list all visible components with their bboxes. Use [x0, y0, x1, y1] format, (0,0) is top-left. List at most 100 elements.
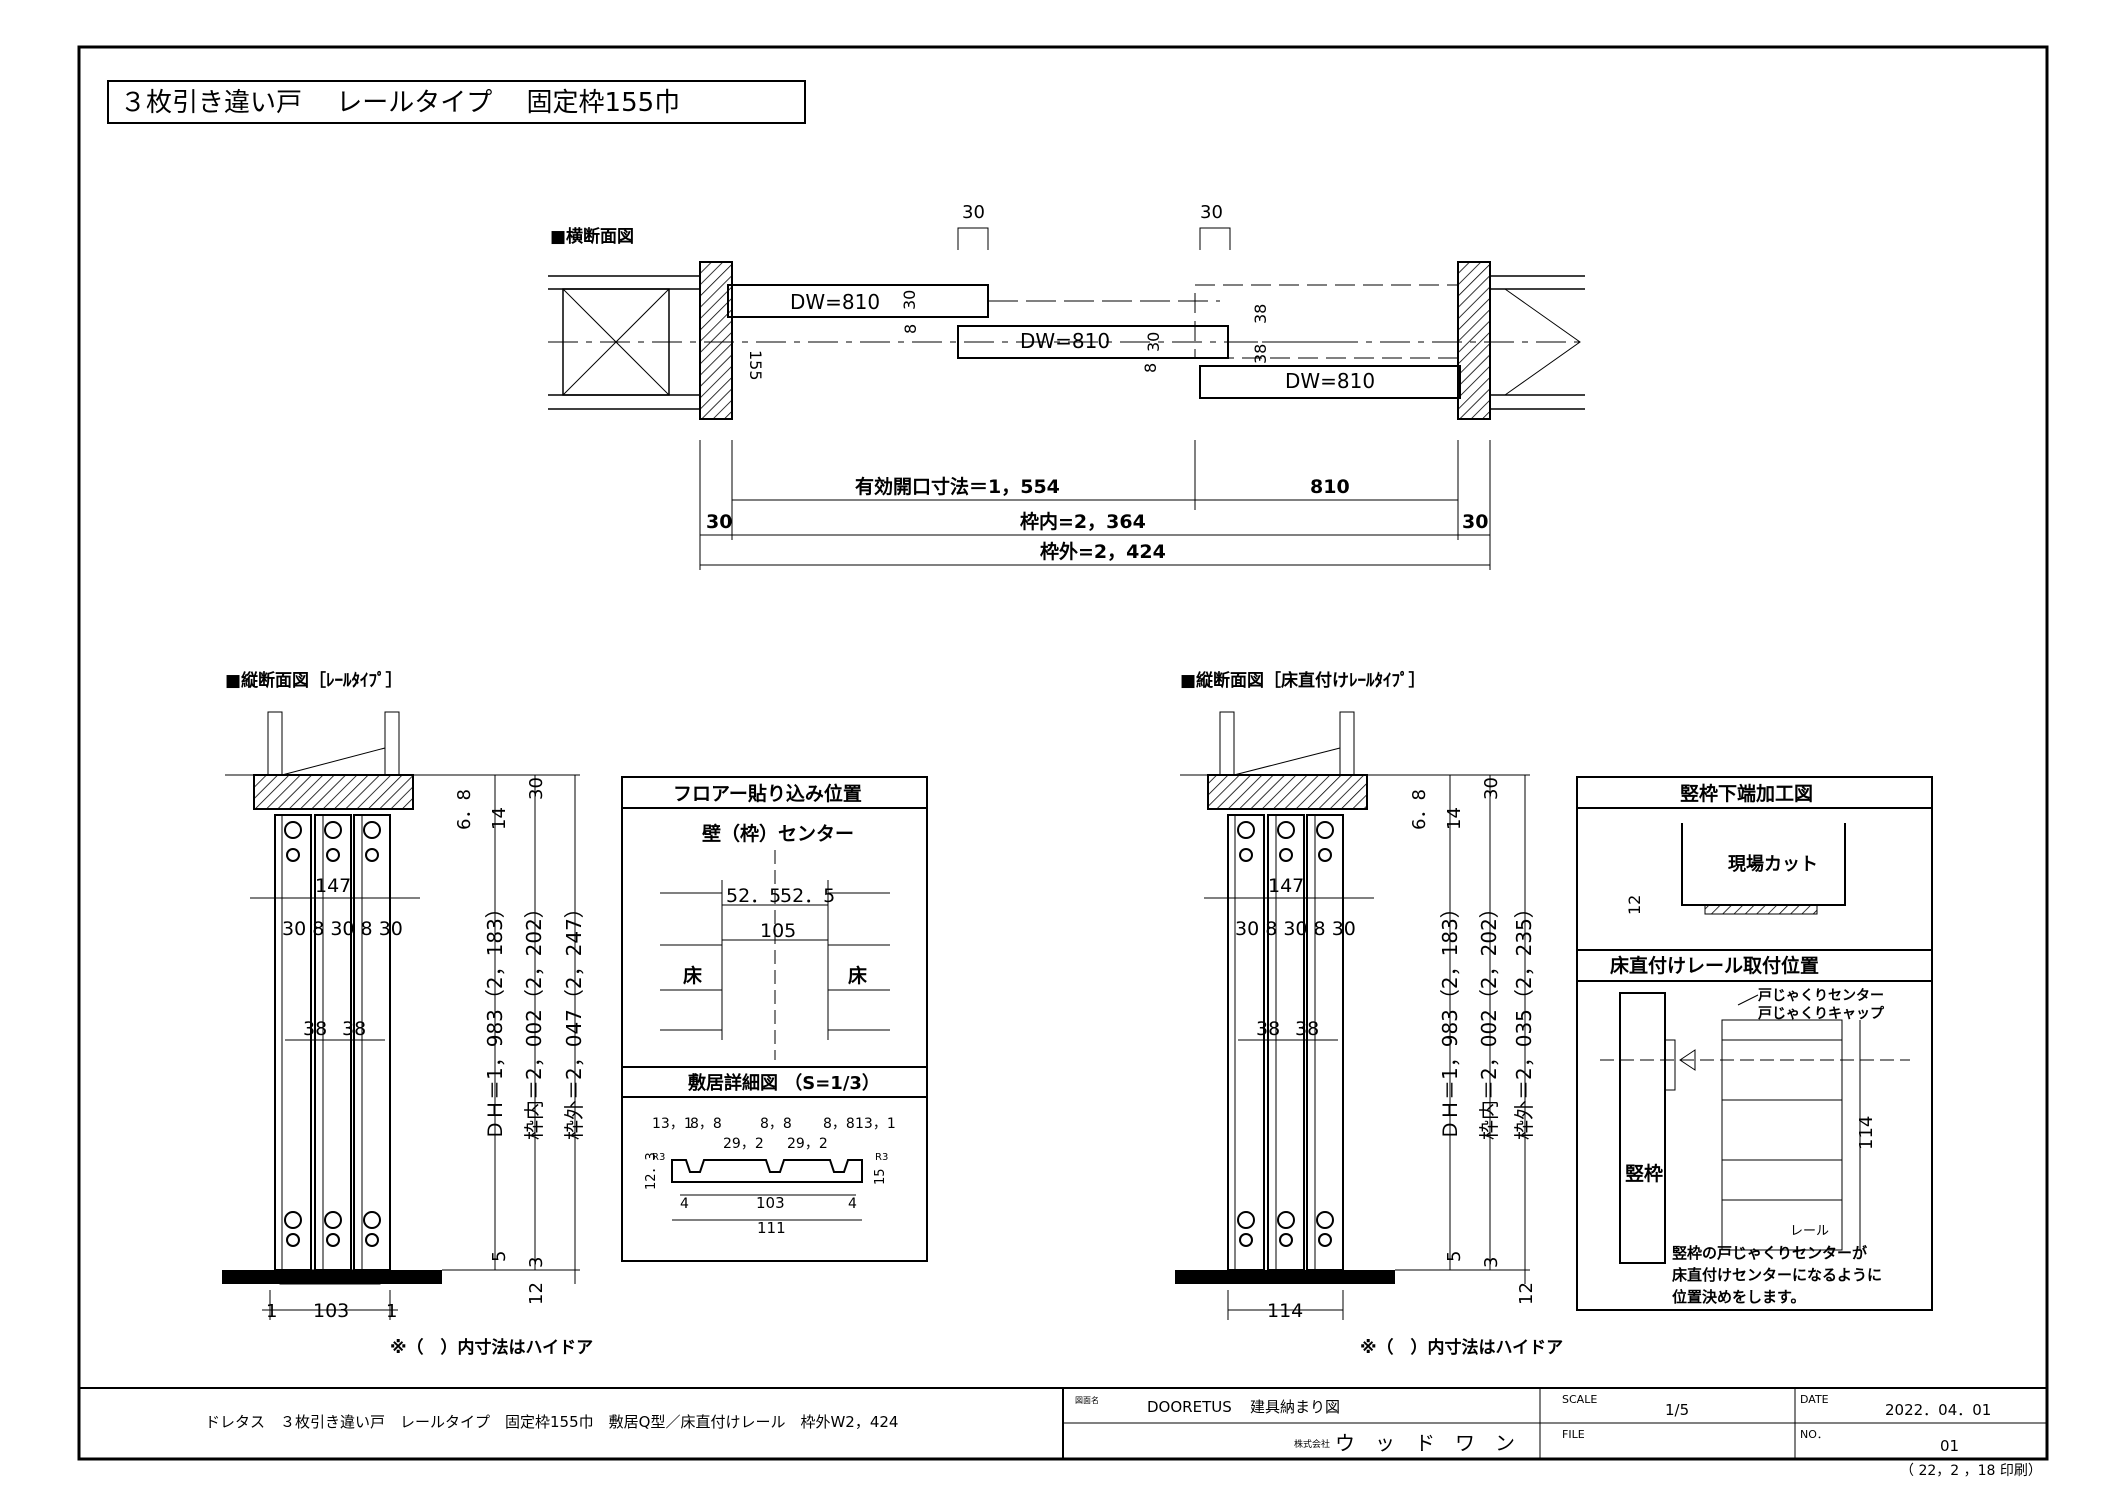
section-right-heading: ■縦断面図［床直付けﾚｰﾙﾀｲﾌﾟ］ — [1180, 670, 1426, 691]
floor-box-title: フロアー貼り込み位置 — [673, 782, 862, 805]
dim-frame-outer: 枠外=2，424 — [1040, 540, 1166, 563]
rail-dim-114: 114 — [1856, 1116, 1877, 1150]
sill-d1: 13，1 — [652, 1116, 693, 1132]
dim-30-door2: 30 — [1144, 332, 1163, 352]
door-3 — [1199, 365, 1461, 399]
sill-d4: 8，8 — [823, 1116, 855, 1132]
sill-d7: 29，2 — [787, 1136, 828, 1152]
floor-left-label: 床 — [683, 964, 702, 987]
rail-box-title: 床直付けレール取付位置 — [1610, 954, 1819, 977]
sill-d2: 8，8 — [690, 1116, 722, 1132]
tb-company-label: 株式会社 — [1294, 1438, 1330, 1450]
wall-center-label: 壁（枠）センター — [702, 822, 854, 845]
dim-525b: 52．5 — [780, 885, 835, 907]
rail-note-3: 位置決めをします。 — [1672, 1288, 1806, 1306]
dim-38a-right: 38 — [1256, 1018, 1280, 1040]
tb-file-label: FILE — [1562, 1428, 1585, 1441]
dim-105: 105 — [760, 920, 796, 942]
rail-label-cap: 戸じゃくりキャップ — [1758, 1006, 1885, 1022]
tb-drawing-label: 図面名 — [1075, 1395, 1099, 1405]
tb-scale-label: SCALE — [1562, 1393, 1597, 1406]
dim-opening: 有効開口寸法＝1，554 — [855, 475, 1060, 498]
rail-frame-label: 竪枠 — [1625, 1162, 1663, 1185]
sill-w4b: 4 — [848, 1196, 857, 1212]
tb-company: ウ ッ ド ワ ン — [1335, 1431, 1515, 1455]
dim-8-b: 8 — [1141, 363, 1160, 373]
dims-row-left: 30 8 30 8 30 — [282, 918, 403, 940]
dim-38b-right: 38 — [1295, 1018, 1319, 1040]
sill-box-title: 敷居詳細図 （S=1/3） — [688, 1072, 880, 1094]
dim-1a-left: 1 — [266, 1301, 277, 1322]
tb-description: ドレタス ３枚引き違い戸 レールタイプ 固定枠155巾 敷居Q型／床直付けレール… — [205, 1413, 898, 1431]
dim-68-left: 6．8 — [454, 789, 475, 830]
plan-view: ■横断面図 DW=810 DW=810 DW=810 30 30 — [548, 202, 1585, 570]
rail-label-center: 戸じゃくりセンター — [1758, 988, 1884, 1004]
frame-box: 竪枠下端加工図 現場カット 12 床直付けレール取付位置 竪枠 114 戸じゃく… — [1576, 776, 1933, 1311]
dim-3-right: 3 — [1481, 1257, 1502, 1268]
tb-date: 2022．04．01 — [1885, 1401, 1991, 1419]
dim-30-b: 30 — [1200, 202, 1223, 223]
dim-38b-left: 38 — [342, 1018, 366, 1040]
note-left: ※（ ）内寸法はハイドア — [390, 1337, 593, 1358]
rail-note-2: 床直付けセンターになるように — [1672, 1266, 1882, 1284]
frame-box-title: 竪枠下端加工図 — [1680, 782, 1813, 805]
inner-right: 枠内＝2，002（2，202） — [1477, 898, 1501, 1140]
dim-68-right: 6．8 — [1409, 789, 1430, 830]
dim-810: 810 — [1310, 476, 1350, 498]
dim-30-door: 30 — [900, 290, 919, 310]
dim-3-left: 3 — [526, 1257, 547, 1268]
dim-12-left: 12 — [526, 1282, 547, 1305]
sill-w111: 111 — [757, 1219, 786, 1237]
dim-8-a: 8 — [901, 324, 920, 334]
sill-r3a: R3 — [652, 1152, 665, 1163]
sill-d3: 8，8 — [760, 1116, 792, 1132]
dim-147-right: 147 — [1268, 875, 1304, 897]
sill-w4a: 4 — [680, 1196, 689, 1212]
tb-date-label: DATE — [1800, 1393, 1829, 1406]
dim-103-left: 103 — [313, 1300, 349, 1322]
title-box — [107, 80, 806, 124]
sill-h123: 12．3 — [644, 1152, 659, 1190]
note-right: ※（ ）内寸法はハイドア — [1360, 1337, 1563, 1358]
sill-w103: 103 — [756, 1194, 785, 1212]
dim-155: 155 — [746, 350, 765, 381]
page-title: ３枚引き違い戸 レールタイプ 固定枠155巾 — [120, 88, 680, 118]
dim-38a-left: 38 — [303, 1018, 327, 1040]
dim-38-a: 38 — [1251, 304, 1270, 324]
dh-right: ＤＨ＝1，983（2，183） — [1438, 898, 1462, 1140]
plan-heading: ■横断面図 — [550, 226, 634, 247]
title-block: ドレタス ３枚引き違い戸 レールタイプ 固定枠155巾 敷居Q型／床直付けレール… — [79, 1387, 2047, 1479]
door-3-label: DW=810 — [1285, 369, 1375, 393]
dh-left: ＤＨ＝1，983（2，183） — [483, 898, 507, 1140]
section-right: ■縦断面図［床直付けﾚｰﾙﾀｲﾌﾟ］ 147 30 8 30 8 30 38 3… — [1175, 670, 1563, 1358]
door-2-label: DW=810 — [1020, 329, 1110, 353]
dim-114-right: 114 — [1267, 1300, 1303, 1322]
dim-30-left: 30 — [526, 777, 547, 800]
dim-frame-inner: 枠内=2，364 — [1020, 510, 1146, 533]
inner-left: 枠内＝2，002（2，202） — [522, 898, 546, 1140]
door-1-label: DW=810 — [790, 290, 880, 314]
dim-525a: 52．5 — [726, 885, 781, 907]
sill-h15: 15 — [873, 1168, 888, 1185]
dim-14-right: 14 — [1444, 807, 1465, 830]
dim-frame-right: 30 — [1462, 511, 1488, 533]
sill-d6: 29，2 — [723, 1136, 764, 1152]
dim-frame-left: 30 — [706, 511, 732, 533]
dim-30-right: 30 — [1481, 777, 1502, 800]
dim-12-right: 12 — [1516, 1282, 1537, 1305]
dim-14-left: 14 — [489, 807, 510, 830]
dim-147-left: 147 — [315, 875, 351, 897]
tb-printed: （ 22，2 ，18 印刷） — [1900, 1463, 2042, 1479]
dim-30-a: 30 — [962, 202, 985, 223]
outer-right: 枠外＝2，035（2，235） — [1512, 898, 1536, 1140]
outer-left: 枠外＝2，047（2，247） — [562, 898, 586, 1140]
tb-brand: DOORETUS — [1147, 1398, 1232, 1416]
rail-label: レール — [1790, 1224, 1829, 1239]
dim-5-right: 5 — [1444, 1251, 1465, 1262]
sill-d5: 13，1 — [855, 1116, 896, 1132]
section-left: ■縦断面図［ﾚｰﾙﾀｲﾌﾟ］ 147 30 8 30 8 30 38 38 — [222, 670, 593, 1358]
dims-row-right: 30 8 30 8 30 — [1235, 918, 1356, 940]
tb-no-label: NO． — [1800, 1428, 1828, 1441]
tb-no: 01 — [1940, 1437, 1959, 1455]
